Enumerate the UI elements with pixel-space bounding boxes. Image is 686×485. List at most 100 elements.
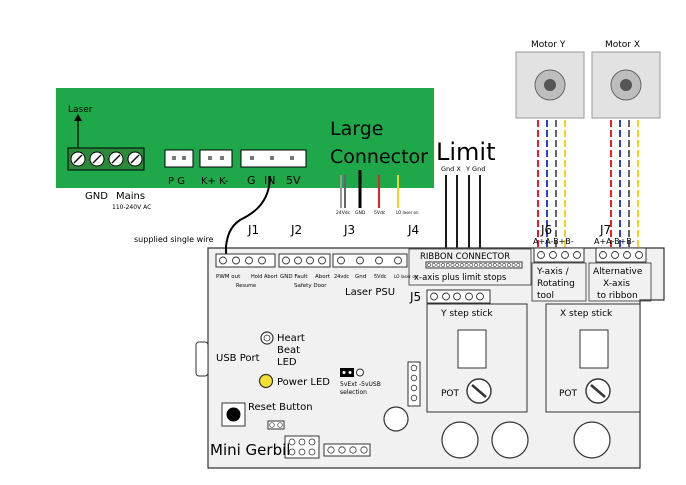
g-label: G <box>247 174 256 187</box>
j1-label: J1 <box>247 223 259 237</box>
ribbon-pin <box>502 263 507 267</box>
ribbon-pin <box>492 263 497 267</box>
wire-label-gnd: GND <box>355 210 366 216</box>
motor-x-label: Motor X <box>605 40 640 50</box>
large-connector-line1: Large <box>330 118 383 140</box>
power-led-label: Power LED <box>277 377 330 388</box>
ribbon-pin <box>427 263 431 267</box>
reset-button[interactable] <box>226 407 241 422</box>
j3-pins <box>337 256 402 265</box>
j4-label: J4 <box>407 223 419 237</box>
j5-pins <box>430 292 484 301</box>
usb-port-connector <box>195 341 209 377</box>
supplied-wire <box>225 175 271 255</box>
ribbon-pin <box>441 263 446 267</box>
power-led <box>258 373 274 389</box>
ribbon-pin <box>464 263 469 267</box>
j1-pins <box>219 256 266 265</box>
pg-label: P G <box>168 176 185 187</box>
small-2pin-header <box>267 420 285 430</box>
bottom-4pin-pins <box>327 446 368 454</box>
side-header-pins <box>410 364 418 402</box>
ribbon-pin <box>488 263 493 267</box>
j2-gnd-fault: GND Fault <box>280 274 308 280</box>
wire-label-lo: LO laser on <box>396 210 419 215</box>
j3-lo: LO laser on <box>394 274 418 279</box>
j2-header <box>278 253 331 268</box>
laser-arrow-head <box>74 114 82 121</box>
side-header <box>407 361 421 407</box>
j7-pins <box>599 251 643 259</box>
ribbon-pin <box>483 263 488 267</box>
ribbon-header <box>425 261 523 269</box>
x-step-stick-label: X step stick <box>560 309 613 319</box>
j3-5vdc: 5Vdc <box>374 274 387 280</box>
pg-connector <box>164 149 194 168</box>
j6-y-axis: Y-axis / <box>536 267 570 277</box>
j7-pin-labels: A+A-B+B- <box>594 237 635 246</box>
ribbon-pin <box>506 263 511 267</box>
x-axis-limit-stops-label: x-axis plus limit stops <box>414 273 507 283</box>
bottom-4pin-header <box>323 443 371 457</box>
ribbon-pin <box>459 263 464 267</box>
j5-label: J5 <box>409 290 421 304</box>
reset-button-label: Reset Button <box>248 402 313 413</box>
usb-port-label: USB Port <box>216 353 260 364</box>
kk-label: K+ K- <box>201 176 229 187</box>
j1-hold-abort: Hold Abort <box>251 274 278 280</box>
ribbon-pin <box>474 263 478 267</box>
heartbeat-label-1: Heart <box>277 333 305 344</box>
j2-label: J2 <box>290 223 302 237</box>
j6-label: J6 <box>540 223 552 237</box>
x-pot-label: POT <box>559 389 578 399</box>
motor-wires <box>537 120 639 248</box>
j7-header <box>595 247 647 263</box>
ribbon-pin <box>436 263 441 267</box>
j6-pins <box>537 251 581 259</box>
y-step-chip <box>457 329 487 369</box>
laser-output-label: Laser <box>68 105 93 115</box>
j6-header <box>533 247 585 263</box>
wire-label-24v: 24Vdc <box>336 210 351 216</box>
heartbeat-led <box>260 331 274 345</box>
ribbon-pin <box>445 263 450 267</box>
j7-alternative: Alternative <box>593 267 643 277</box>
heartbeat-label-2: Beat <box>277 345 300 356</box>
j1-pwm-out: PWM out <box>216 274 241 280</box>
j2-pins <box>282 256 326 265</box>
board-name: Mini Gerbil <box>210 441 290 459</box>
j6-pin-labels: A+A-B+B- <box>533 237 574 246</box>
ribbon-pin <box>511 263 516 267</box>
motor-y-label: Motor Y <box>531 40 566 50</box>
large-connector-wires <box>340 170 399 208</box>
j7-notes-outline <box>588 262 652 302</box>
5v-label: 5V <box>286 174 301 187</box>
j3-gnd: Gnd <box>355 274 366 280</box>
k-connector <box>199 149 233 168</box>
ribbon-pin <box>497 263 502 267</box>
ribbon-pin <box>455 263 460 267</box>
j3-label: J3 <box>343 223 355 237</box>
ribbon-connector-outline <box>408 248 532 286</box>
heartbeat-label-3: LED <box>277 357 297 368</box>
j7-label: J7 <box>599 223 611 237</box>
terminal-slots <box>73 154 140 164</box>
ribbon-pin <box>516 263 521 267</box>
ribbon-pin <box>478 263 483 267</box>
ribbon-pins <box>427 263 521 267</box>
y-step-stick-label: Y step stick <box>440 309 493 319</box>
j3-j4-header <box>332 253 408 268</box>
j2-safety-door: Safety Door <box>294 283 327 289</box>
limit-title: Limit <box>436 138 496 166</box>
ribbon-pin <box>431 263 436 267</box>
j7-x-axis: X-axis <box>603 279 630 289</box>
mains-voltage-label: 110-240V AC <box>112 204 151 211</box>
j7-to-ribbon: to ribbon <box>597 291 638 301</box>
j6-rotating: Rotating <box>537 279 575 289</box>
x-step-chip <box>579 329 609 369</box>
power-select-sub: selection <box>340 389 367 396</box>
ribbon-connector-label: RIBBON CONNECTOR <box>420 252 510 262</box>
large-connector-line2: Connector <box>330 146 428 168</box>
wire-label-5v: 5Vdc <box>374 210 386 216</box>
